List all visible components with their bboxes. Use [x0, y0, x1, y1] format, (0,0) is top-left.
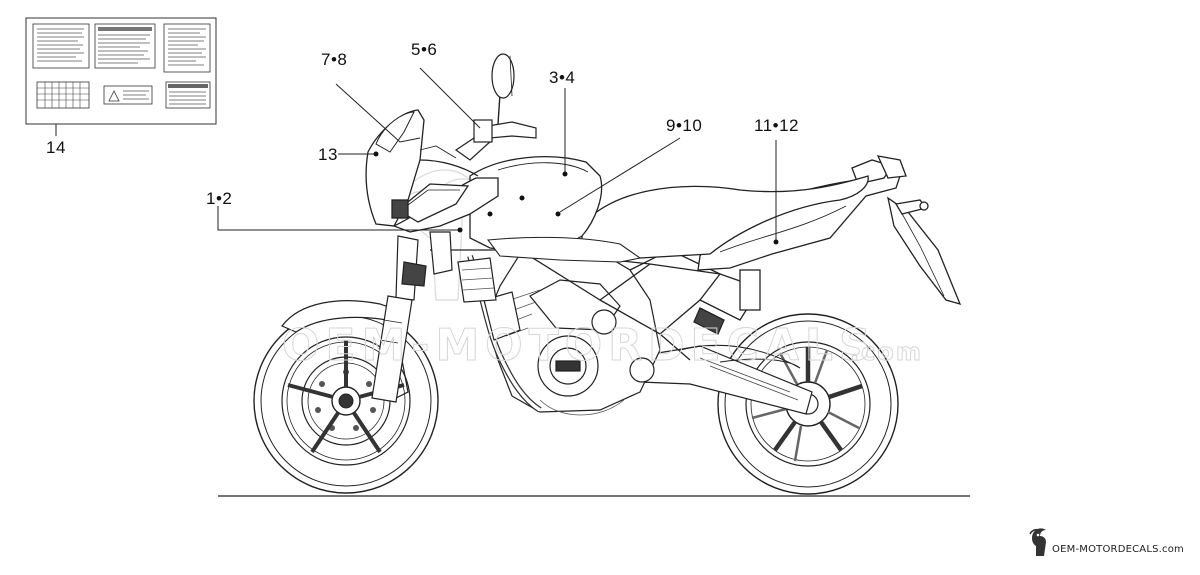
callout-7-8: 7•8 — [321, 50, 348, 69]
marker-7-8 — [487, 211, 493, 217]
engine — [467, 251, 661, 416]
watermark-line1: OEM-MOTORDECALS — [282, 320, 877, 371]
decal-markers — [373, 151, 779, 245]
warning-label-sheet — [25, 17, 217, 125]
marker-11-12 — [773, 239, 779, 245]
leader-line-1-2 — [217, 206, 460, 231]
handlebar — [454, 53, 537, 161]
marker-13 — [373, 151, 379, 157]
bird-head-icon — [1029, 528, 1047, 556]
side-panel — [486, 236, 642, 263]
marker-9-10 — [555, 211, 561, 217]
leader-lines — [217, 67, 777, 240]
front-forks — [371, 235, 427, 403]
brand-text: OEM-MOTORDECALS.com — [1052, 544, 1184, 555]
callout-9-10: 9•10 — [666, 116, 703, 135]
fuel-tank — [469, 156, 603, 251]
callout-1-2: 1•2 — [206, 189, 233, 208]
callout-14: 14 — [46, 138, 66, 157]
callout-5-6: 5•6 — [411, 40, 438, 59]
marker-5-6 — [519, 195, 525, 201]
windscreen — [375, 111, 415, 153]
frame — [430, 249, 761, 361]
watermark-text: OEM-MOTORDECALS .com — [282, 320, 923, 372]
brand-mark[interactable]: OEM-MOTORDECALS.com — [1028, 524, 1184, 558]
callout-3-4: 3•4 — [549, 68, 576, 87]
watermark-line2: .com — [850, 338, 923, 366]
leader-line-9-10 — [559, 137, 681, 213]
radiator — [429, 231, 497, 303]
marker-1-2 — [457, 227, 463, 233]
callout-13: 13 — [318, 145, 338, 164]
leader-line-7-8 — [335, 83, 421, 143]
callout-11-12: 11•12 — [754, 116, 800, 135]
marker-3-4 — [562, 171, 568, 177]
leader-line-5-6 — [419, 67, 481, 129]
